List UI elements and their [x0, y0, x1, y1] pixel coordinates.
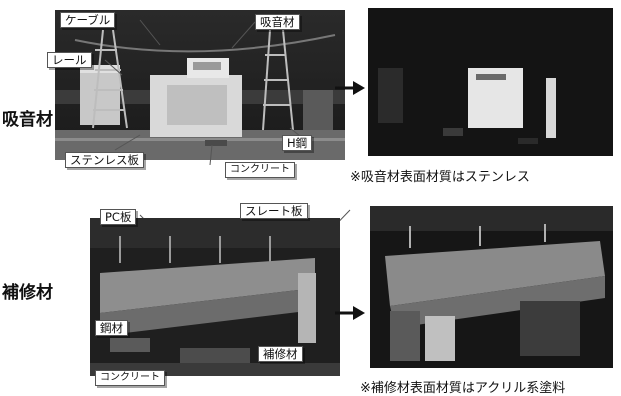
callout-h-steel: H鋼 [282, 135, 313, 151]
callout-slate-plate: スレート板 [240, 203, 308, 219]
arrow-right-icon-2 [335, 306, 365, 320]
absorber-thermal-photo [368, 8, 613, 156]
callout-concrete-bottom: コンクリート [95, 370, 165, 386]
callout-repair-material: 補修材 [258, 346, 303, 362]
callout-rail: レール [47, 52, 92, 68]
callout-pc-plate: PC板 [100, 209, 137, 225]
absorber-note: ※吸音材表面材質はステンレス [350, 170, 530, 185]
row-label-repair: 補修材 [2, 283, 53, 303]
callout-absorber: 吸音材 [255, 14, 300, 30]
row-label-absorber: 吸音材 [2, 110, 53, 130]
callout-steel: 鋼材 [95, 320, 128, 336]
repair-note: ※補修材表面材質はアクリル系塗料 [360, 381, 566, 396]
arrow-right-icon [335, 81, 365, 95]
callout-cable: ケーブル [60, 12, 116, 28]
repair-thermal-photo [370, 206, 613, 368]
callout-stainless-plate: ステンレス板 [65, 152, 144, 168]
callout-concrete-top: コンクリート [225, 162, 295, 178]
repair-test-photo [90, 218, 340, 376]
